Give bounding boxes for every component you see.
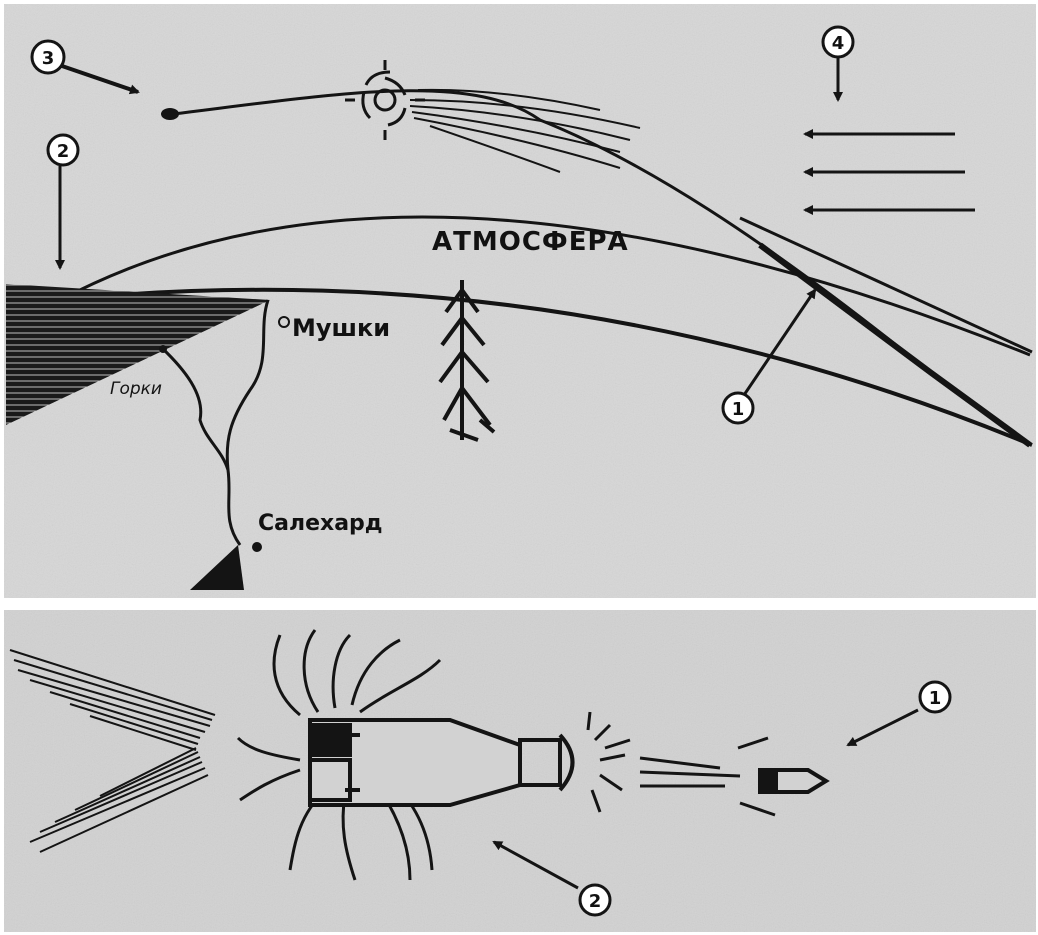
marker-bottom-1-label: 1 — [929, 688, 942, 709]
projectile-object — [760, 770, 826, 792]
gorki-label: Горки — [110, 379, 162, 399]
mushi-label: Мушки — [292, 314, 390, 342]
marker-top-2-label: 2 — [57, 141, 70, 162]
salekhard-label: Салехард — [258, 511, 383, 536]
gorki-dot — [159, 345, 167, 353]
salekhard-dot — [252, 542, 262, 552]
atmosphere-label: АТМОСФЕРА — [432, 227, 629, 257]
marker-top-4-label: 4 — [832, 33, 845, 54]
marker-top-1-label: 1 — [732, 399, 745, 420]
panel-gap — [0, 598, 1038, 610]
bottom-panel: 1 2 — [4, 610, 1036, 932]
meteor-object — [161, 108, 179, 120]
marker-top-3-label: 3 — [42, 48, 55, 69]
top-panel: АТМОСФЕРА Мушки Горки Салехард — [4, 4, 1036, 598]
marker-bottom-2-label: 2 — [589, 891, 602, 912]
